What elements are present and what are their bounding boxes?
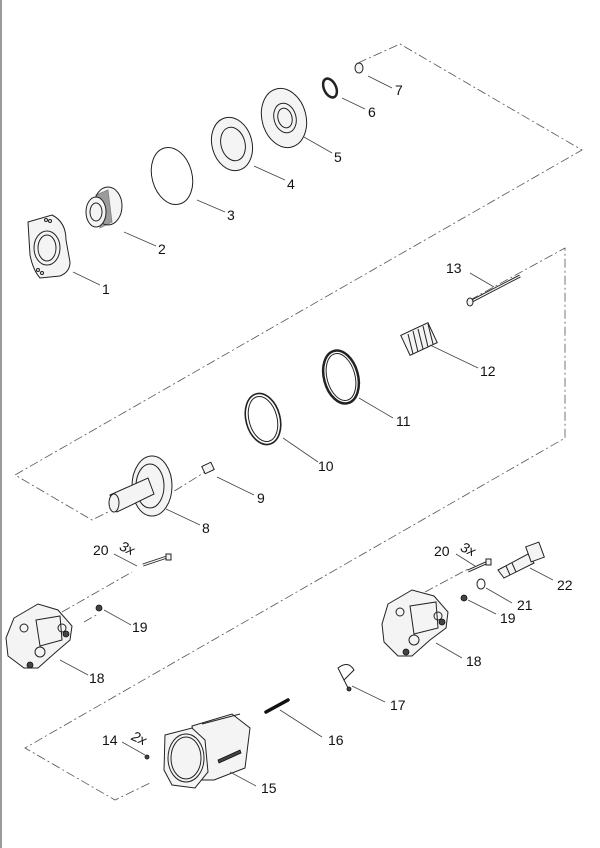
part-22-elbow-fitting bbox=[497, 541, 545, 579]
part-21-o-ring bbox=[476, 578, 486, 590]
axis-line-right-caliper bbox=[409, 567, 471, 601]
part-17-clip bbox=[337, 664, 355, 692]
part-18-right-caliper bbox=[381, 589, 449, 657]
part-19-left-nut bbox=[95, 604, 103, 612]
part-2-bearing-hub bbox=[85, 186, 123, 229]
part-14-screw bbox=[144, 754, 150, 760]
callout-19-left: 19 bbox=[132, 619, 148, 635]
axis-line-left-caliper bbox=[61, 571, 133, 613]
part-4-seal-ring bbox=[210, 116, 254, 172]
callout-21: 21 bbox=[517, 597, 533, 613]
callout-2: 2 bbox=[158, 241, 166, 257]
part-20-right-bolt bbox=[467, 558, 492, 573]
part-8-piston bbox=[108, 455, 173, 517]
callout-12: 12 bbox=[480, 363, 496, 379]
part-12-spring bbox=[400, 322, 438, 356]
page-edge bbox=[0, 0, 2, 848]
callout-10: 10 bbox=[318, 458, 334, 474]
part-11-ring bbox=[321, 349, 361, 405]
callout-1: 1 bbox=[102, 281, 110, 297]
part-18-left-caliper bbox=[5, 603, 73, 669]
assembly-outline-middle bbox=[24, 247, 566, 801]
quantity-20-left: 3x bbox=[117, 538, 138, 559]
callout-6: 6 bbox=[368, 104, 376, 120]
quantity-20-right: 3x bbox=[458, 539, 479, 560]
callout-22: 22 bbox=[557, 577, 573, 593]
part-7-plug bbox=[354, 62, 364, 74]
callout-19-right: 19 bbox=[500, 610, 516, 626]
callout-7: 7 bbox=[395, 82, 403, 98]
callout-11: 11 bbox=[396, 413, 411, 429]
part-10-ring bbox=[244, 392, 282, 446]
axis-line-left-nut bbox=[83, 613, 99, 623]
callout-5: 5 bbox=[334, 149, 342, 165]
leader-lines bbox=[59, 75, 554, 787]
part-19-right-nut bbox=[460, 594, 468, 602]
part-9-screw bbox=[201, 461, 215, 475]
part-3-o-ring bbox=[150, 147, 194, 205]
quantity-14: 2x bbox=[128, 727, 150, 749]
callout-9: 9 bbox=[257, 490, 265, 506]
callout-3: 3 bbox=[227, 207, 235, 223]
part-20-left-bolt bbox=[142, 553, 172, 567]
callout-18-left: 18 bbox=[89, 670, 105, 686]
callout-4: 4 bbox=[287, 176, 295, 192]
callout-14: 14 bbox=[102, 732, 118, 748]
callout-8: 8 bbox=[202, 520, 210, 536]
callout-13: 13 bbox=[446, 260, 462, 276]
part-13-long-bolt bbox=[466, 274, 521, 307]
callout-20-left: 20 bbox=[93, 542, 109, 558]
part-1-flange-plate bbox=[27, 214, 71, 279]
callout-20-right: 20 bbox=[434, 543, 450, 559]
part-6-snap-ring bbox=[321, 77, 339, 99]
callout-15: 15 bbox=[261, 780, 277, 796]
callout-17: 17 bbox=[390, 697, 406, 713]
assembly-outline-upper bbox=[14, 43, 583, 521]
part-16-pin bbox=[264, 698, 290, 714]
part-15-housing bbox=[163, 713, 251, 789]
callout-16: 16 bbox=[328, 732, 344, 748]
part-5-disc bbox=[260, 87, 308, 149]
callout-18-right: 18 bbox=[466, 653, 482, 669]
